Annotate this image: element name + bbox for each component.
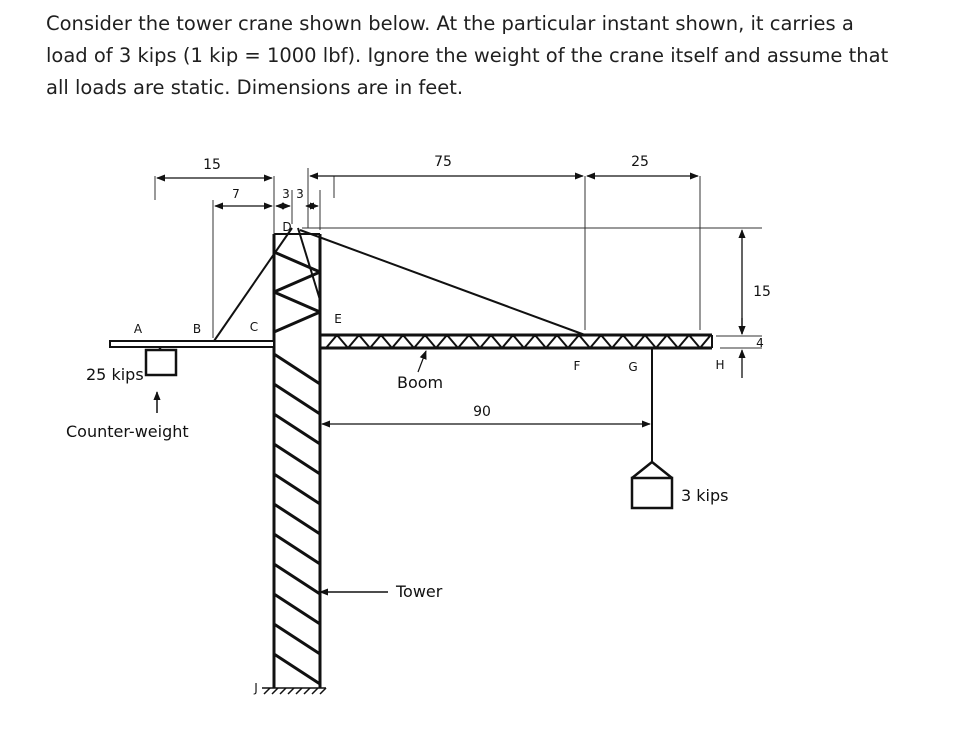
point-label-g: G (628, 360, 637, 374)
point-label-e: E (334, 312, 342, 326)
load-label: 3 kips (681, 486, 728, 505)
problem-line-2: load of 3 kips (1 kip = 1000 lbf). Ignor… (46, 44, 889, 67)
cable-b-d (213, 227, 293, 342)
hanging-load (630, 348, 674, 510)
counter-jib (109, 340, 275, 348)
dim-label-7: 7 (232, 187, 240, 201)
tower-label: Tower (395, 582, 443, 601)
boom-label: Boom (397, 373, 443, 392)
dim-label-90: 90 (473, 404, 491, 420)
ground-support-j (262, 687, 327, 695)
cable-d-e (297, 227, 321, 301)
problem-statement: Consider the tower crane shown below. At… (46, 8, 946, 104)
counterweight-label: Counter-weight (66, 422, 189, 441)
counterweight-load-label: 25 kips (86, 365, 144, 384)
point-label-b: B (193, 322, 201, 336)
dim-label-3b: 3 (296, 187, 304, 201)
problem-line-3: all loads are static. Dimensions are in … (46, 76, 464, 99)
point-label-c: C (250, 320, 258, 334)
dim-label-4: 4 (756, 336, 764, 350)
problem-line-1: Consider the tower crane shown below. At… (46, 12, 854, 35)
dim-label-3a: 3 (282, 187, 290, 201)
boom (320, 333, 713, 350)
dim-label-15-top: 15 (203, 157, 221, 173)
cable-d-f (299, 229, 586, 336)
dim-label-25: 25 (631, 154, 649, 170)
dim-label-75: 75 (434, 154, 452, 170)
point-label-j: J (253, 681, 258, 695)
boom-pointer (417, 350, 427, 373)
support-cables (213, 227, 586, 342)
point-label-f: F (574, 359, 581, 373)
extension-lines (154, 168, 762, 349)
dimension-lines (156, 172, 746, 428)
point-label-a: A (134, 322, 143, 336)
point-label-h: H (715, 358, 724, 372)
counterweight (144, 347, 178, 377)
tower-lattice (273, 250, 321, 686)
point-label-d: D (282, 220, 291, 234)
tower (272, 233, 322, 688)
dim-label-15-right: 15 (753, 284, 771, 300)
